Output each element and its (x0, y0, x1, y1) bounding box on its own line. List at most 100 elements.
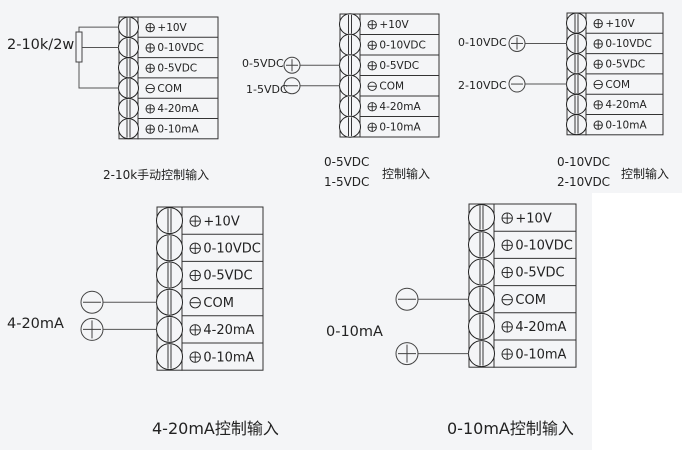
source-wiring-ma420 (80, 290, 157, 341)
terminal-label: 0-10VDC (379, 40, 425, 52)
caption-4-20ma: 4-20mA控制输入 (152, 419, 279, 438)
screw-icon (339, 13, 361, 36)
terminal-label: 0-5VDC (157, 63, 197, 75)
screw-icon (118, 118, 139, 140)
terminal-label: 0-10VDC (157, 42, 203, 54)
terminal-label: 0-5VDC (515, 266, 564, 281)
terminal-label: 0-10VDC (605, 38, 651, 50)
screw-icon (118, 36, 139, 58)
screw-icon (566, 32, 587, 54)
screw-icon (156, 288, 183, 316)
screw-icon (118, 97, 139, 119)
minus-source-icon (395, 287, 419, 311)
terminal-label: +10V (157, 22, 187, 34)
screw-icon (339, 115, 361, 138)
terminal-label: +10V (203, 214, 239, 229)
screw-icon (468, 312, 495, 340)
terminal-label: 0-10mA (379, 122, 421, 134)
source-label-0-5vdc: 0-5VDC (242, 57, 284, 70)
terminal-label: 0-10mA (605, 119, 647, 131)
terminal-label: 4-20mA (515, 320, 566, 335)
terminal-block-v5: +10V 0-10VDC 0-5VDC COM 4-20mA 0-10mA (339, 13, 440, 138)
screw-icon (156, 315, 183, 343)
screw-icon (339, 74, 361, 97)
screw-icon (118, 77, 139, 99)
terminal-label: +10V (379, 19, 409, 31)
screw-icon (156, 207, 183, 235)
source-wiring-v5 (283, 56, 340, 95)
minus-source-icon (508, 75, 526, 93)
terminal-label: 0-10mA (157, 123, 199, 135)
terminal-label: COM (379, 81, 404, 93)
source-label-0-10vdc: 0-10VDC (458, 36, 507, 49)
terminal-label: COM (605, 79, 630, 91)
potentiometer-wiring (75, 26, 119, 89)
terminal-block-pot: +10V 0-10VDC 0-5VDC COM 4-20mA 0-10mA (118, 16, 219, 140)
source-label-1-5vdc: 1-5VDC (246, 83, 288, 96)
terminal-label: +10V (515, 211, 551, 226)
screw-icon (118, 16, 139, 38)
terminal-label: 0-10mA (203, 350, 254, 365)
screw-icon (468, 204, 495, 232)
source-label-0-10ma: 0-10mA (326, 324, 383, 340)
caption-0-10ma: 0-10mA控制输入 (447, 419, 574, 438)
wire (78, 26, 119, 32)
screw-icon (468, 285, 495, 313)
screw-column (156, 206, 183, 371)
screw-icon (566, 93, 587, 115)
screw-icon (339, 95, 361, 118)
screw-icon (156, 234, 183, 262)
screw-icon (468, 258, 495, 286)
caption-pot: 2-10k手动控制输入 (103, 168, 210, 182)
screw-column (468, 203, 495, 368)
terminal-label: COM (515, 293, 546, 308)
source-wiring-v10 (508, 34, 567, 93)
source-wiring-ma010 (395, 287, 469, 366)
terminal-label: COM (157, 83, 182, 95)
terminal-label: 4-20mA (157, 103, 199, 115)
source-label-4-20ma: 4-20mA (7, 316, 64, 332)
screw-icon (339, 54, 361, 77)
caption-v10-line1: 0-10VDC (557, 155, 611, 169)
screw-icon (566, 12, 587, 34)
screw-icon (566, 114, 587, 136)
terminal-label: 0-5VDC (203, 269, 252, 284)
terminal-label: 0-5VDC (379, 60, 419, 72)
plus-source-icon (508, 34, 526, 52)
terminal-label: 4-20mA (379, 101, 421, 113)
terminal-label: 4-20mA (605, 99, 647, 111)
potentiometer-label: 2-10k/2w (7, 37, 75, 53)
caption-v5-line2: 1-5VDC (324, 175, 370, 189)
terminal-label: 0-5VDC (605, 59, 645, 71)
terminal-label: COM (203, 296, 234, 311)
screw-icon (118, 57, 139, 79)
terminal-label: +10V (605, 18, 635, 30)
screw-icon (468, 340, 495, 368)
caption-v5-suffix: 控制输入 (382, 167, 431, 181)
plus-source-icon (80, 317, 104, 341)
terminal-block-v10: +10V 0-10VDC 0-5VDC COM 4-20mA 0-10mA (566, 12, 664, 136)
plus-source-icon (395, 342, 419, 366)
screw-icon (566, 53, 587, 75)
terminal-block-ma010: +10V 0-10VDC 0-5VDC COM 4-20mA 0-10mA (468, 203, 577, 368)
terminal-label: 4-20mA (203, 323, 254, 338)
plus-source-icon (283, 56, 301, 74)
white-background-panel (592, 193, 682, 450)
screw-icon (468, 231, 495, 259)
terminal-label: 0-10VDC (515, 238, 572, 253)
terminal-label: 0-10mA (515, 347, 566, 362)
caption-v10-line2: 2-10VDC (557, 175, 611, 189)
screw-icon (156, 343, 183, 371)
screw-icon (339, 33, 361, 56)
screw-icon (566, 73, 587, 95)
source-label-2-10vdc: 2-10VDC (458, 79, 507, 92)
minus-source-icon (283, 77, 301, 95)
wire (78, 62, 119, 89)
screw-icon (156, 261, 183, 289)
caption-v10-suffix: 控制输入 (621, 167, 670, 181)
potentiometer-icon (75, 31, 83, 63)
minus-source-icon (80, 290, 104, 314)
caption-v5-line1: 0-5VDC (324, 155, 370, 169)
